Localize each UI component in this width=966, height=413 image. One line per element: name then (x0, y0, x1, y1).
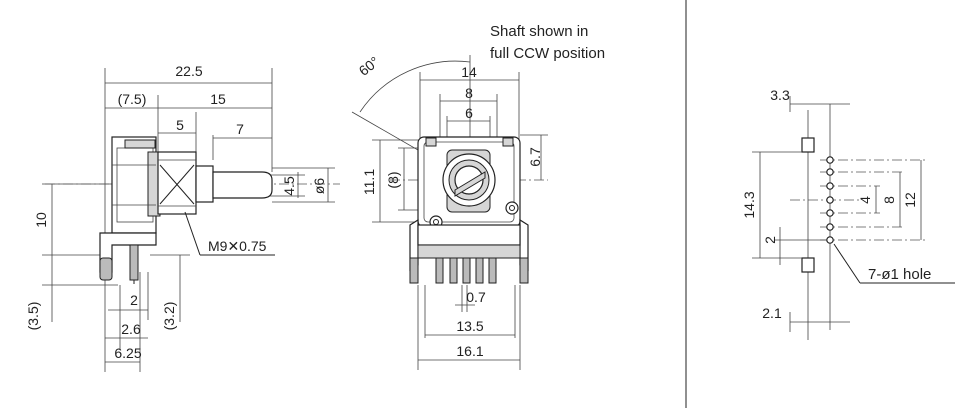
angle-label: 60° (356, 53, 383, 79)
pcb-hole-6 (826, 223, 834, 231)
pcb-hole-7 (826, 236, 834, 244)
dim-6-7: 6.7 (527, 147, 543, 167)
terminal-pin-4 (462, 257, 471, 284)
terminal-pin-5 (475, 257, 484, 284)
dim-13-5: 13.5 (456, 318, 483, 334)
bushing-side (157, 151, 197, 215)
terminal-side (129, 244, 139, 281)
side-view: 22.5 (7.5) 15 5 7 4.5 ø6 10 (3.5) 2 (3.2… (25, 63, 340, 372)
dim-phi6: ø6 (311, 178, 327, 195)
dim-12: 12 (902, 192, 918, 208)
terminal-pin-3 (449, 257, 458, 284)
dim-4-5: 4.5 (281, 176, 297, 196)
shaft-note-line2: full CCW position (490, 45, 605, 62)
dim-16-1: 16.1 (456, 343, 483, 359)
shaft-side (212, 171, 273, 199)
dim-6: 6 (465, 105, 473, 121)
mount-hole-top (801, 137, 815, 153)
pcb-hole-5 (826, 209, 834, 217)
dim-7: 7 (236, 121, 244, 137)
terminal-pin-2 (435, 257, 444, 284)
pcb-hole-2 (826, 168, 834, 176)
dim-4: 4 (857, 196, 873, 204)
angle-arc (359, 60, 471, 113)
pcb-hole-1 (826, 156, 834, 164)
dim-22-5: 22.5 (175, 63, 202, 79)
dim-11-1: 11.1 (361, 169, 377, 195)
dim-2: 2 (130, 292, 138, 308)
dim-8: 8 (465, 85, 473, 101)
dim-7-5: (7.5) (118, 91, 147, 107)
terminal-pin-1 (409, 257, 419, 284)
thread-label: M9✕0.75 (208, 238, 267, 254)
terminal-pin-6 (488, 257, 497, 284)
mount-hole-bottom (801, 257, 815, 273)
dim-3-5: (3.5) (25, 302, 41, 331)
dim-2-6: 2.6 (121, 321, 141, 337)
pcb-hole-3 (826, 182, 834, 190)
dim-3-3: 3.3 (770, 87, 790, 103)
dim-8p: (8) (385, 171, 401, 188)
dim-3-2: (3.2) (161, 302, 177, 331)
dim-14-3: 14.3 (741, 191, 757, 218)
dim-15: 15 (210, 91, 226, 107)
shaft-note-line1: Shaft shown in (490, 23, 588, 40)
terminal-pin-7 (519, 257, 529, 284)
dim-14: 14 (461, 64, 477, 80)
dim-0-7: 0.7 (466, 289, 486, 305)
shaft-slot (454, 171, 486, 197)
front-view: 60° Shaft shown in full CCW position 14 … (351, 23, 605, 370)
pcb-hole-4 (826, 196, 834, 204)
dim-2-1: 2.1 (762, 305, 782, 321)
hole-note: 7-ø1 hole (868, 266, 931, 283)
dim-8-pcb: 8 (881, 196, 897, 204)
dim-5: 5 (176, 117, 184, 133)
pcb-layout: 3.3 14.3 2 4 8 12 2.1 7-ø1 hole (741, 87, 955, 340)
dim-6-25: 6.25 (114, 345, 141, 361)
dim-2-pcb: 2 (762, 236, 778, 244)
dim-10: 10 (33, 212, 49, 228)
